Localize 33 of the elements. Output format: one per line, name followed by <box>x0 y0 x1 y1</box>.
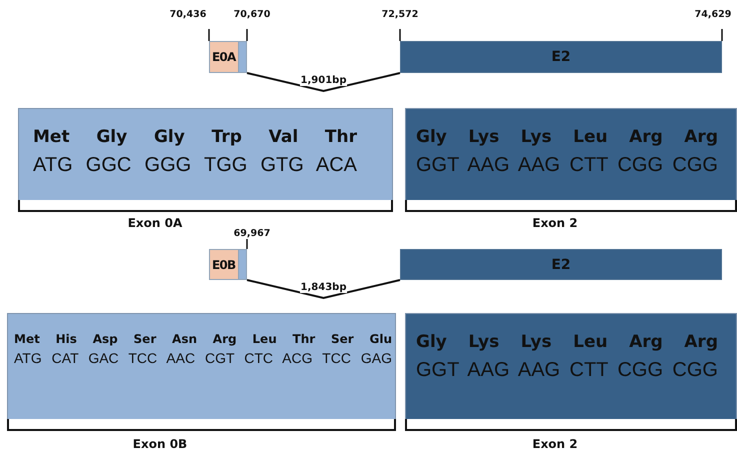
amino-acid-sequence: Gly Lys Lys Leu Arg Arg <box>416 127 718 148</box>
codon-sequence: GGT AAG AAG CTT CGG CGG <box>416 152 718 176</box>
splice-line <box>246 72 400 92</box>
amino-acid-sequence: Gly Lys Lys Leu Arg Arg <box>416 332 718 352</box>
edge-label: 1,843bp <box>300 282 348 293</box>
exon-bar <box>400 249 722 280</box>
exon-label: E0B <box>212 258 236 272</box>
exon-sequence-box <box>405 313 737 431</box>
coordinate-label: 72,572 <box>382 9 418 20</box>
exon-label: E0A <box>212 50 236 64</box>
exon-name: Exon 0A <box>128 216 182 230</box>
exon-label: E2 <box>551 256 571 272</box>
coordinate-label: 70,436 <box>170 9 206 20</box>
exon-sequence-box <box>7 313 396 431</box>
exon-box <box>209 41 247 73</box>
exon-name: Exon 2 <box>532 437 578 451</box>
exon-box <box>209 249 247 280</box>
coordinate-label: 74,629 <box>694 9 732 20</box>
amino-acid-sequence: Met His Asp Ser Asn Arg Leu Thr Ser Glu <box>14 332 392 346</box>
coordinate-label: 69,967 <box>234 228 270 239</box>
codon-sequence: ATG CAT GAC TCC AAC CGT CTC ACG TCC GAG <box>14 350 392 367</box>
codon-sequence: ATG GGC GGG TGG GTG ACA <box>33 152 357 176</box>
exon-label: E2 <box>551 49 571 65</box>
codon-sequence: GGT AAG AAG CTT CGG CGG <box>416 358 718 382</box>
exon-name: Exon 0B <box>132 437 188 451</box>
exon-name: Exon 2 <box>532 216 578 230</box>
exon-sequence-box <box>405 108 737 212</box>
splice-line <box>246 279 400 300</box>
coordinate-label: 70,670 <box>234 9 270 20</box>
edge-label: 1,901bp <box>300 75 348 86</box>
exon-bar <box>400 41 722 73</box>
amino-acid-sequence: Met Gly Gly Trp Val Thr <box>33 127 357 148</box>
exon-sequence-box <box>18 108 393 212</box>
